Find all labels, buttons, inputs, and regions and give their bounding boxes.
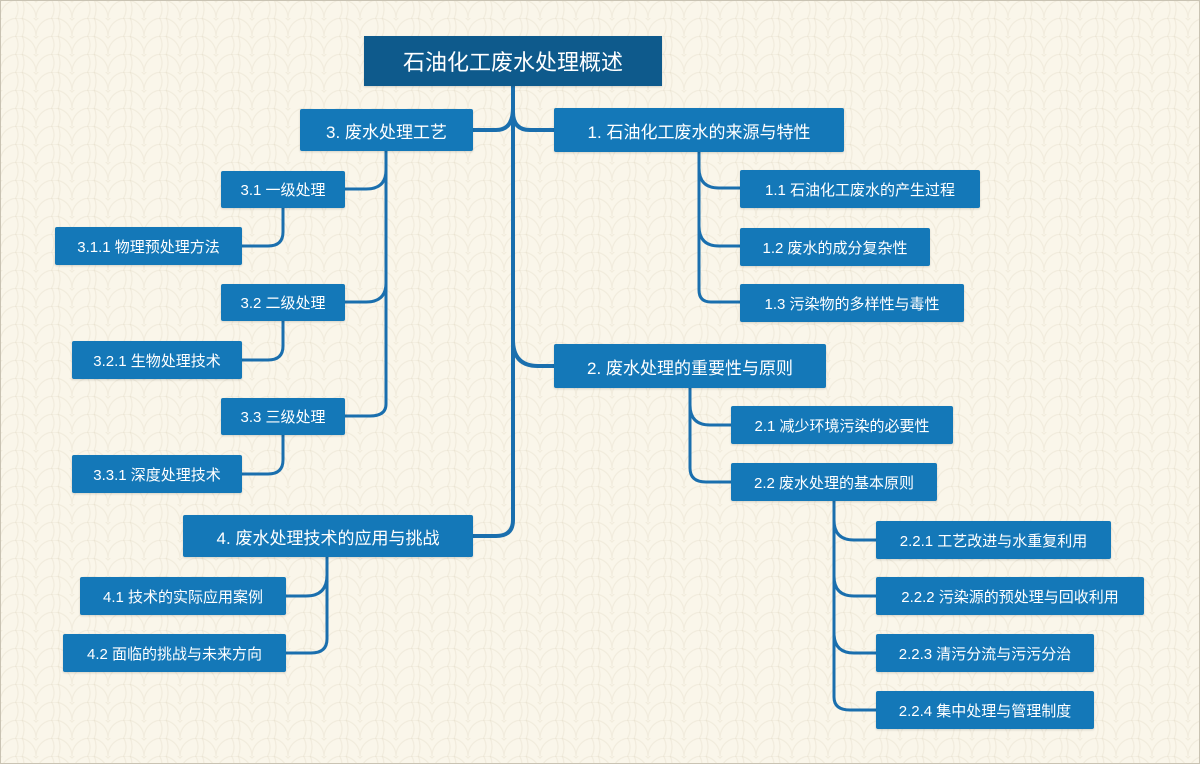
connector-root-3 <box>471 106 515 132</box>
topic-3-2[interactable]: 3.2 二级处理 <box>221 284 345 321</box>
topic-1[interactable]: 1. 石油化工废水的来源与特性 <box>554 108 844 152</box>
topic-2-2-2[interactable]: 2.2.2 污染源的预处理与回收利用 <box>876 577 1144 615</box>
connector-2-2-children <box>832 499 878 712</box>
connector-2-2-3 <box>832 631 878 655</box>
connector-1-1 <box>697 166 742 190</box>
topic-4-1[interactable]: 4.1 技术的实际应用案例 <box>80 577 286 615</box>
topic-4[interactable]: 4. 废水处理技术的应用与挑战 <box>183 515 473 557</box>
connector-1-2 <box>697 224 742 248</box>
topic-4-2[interactable]: 4.2 面临的挑战与未来方向 <box>63 634 286 672</box>
connector-3-3-1 <box>240 433 285 476</box>
connector-2-1 <box>688 403 733 427</box>
connector-4-1 <box>284 573 329 598</box>
connector-root-trunk <box>471 84 515 538</box>
topic-3-2-1[interactable]: 3.2.1 生物处理技术 <box>72 341 242 379</box>
topic-2-2-3[interactable]: 2.2.3 清污分流与污污分治 <box>876 634 1094 672</box>
topic-2-2-1[interactable]: 2.2.1 工艺改进与水重复利用 <box>876 521 1111 559</box>
connector-2-2-2 <box>832 574 878 598</box>
topic-3-1[interactable]: 3.1 一级处理 <box>221 171 345 208</box>
topic-2-2-4[interactable]: 2.2.4 集中处理与管理制度 <box>876 691 1094 729</box>
connector-2-children <box>688 386 733 484</box>
topic-2-2[interactable]: 2.2 废水处理的基本原则 <box>731 463 937 501</box>
topic-2[interactable]: 2. 废水处理的重要性与原则 <box>554 344 826 388</box>
connector-3-1 <box>343 168 388 191</box>
connector-2-2-1 <box>832 518 878 542</box>
topic-1-3[interactable]: 1.3 污染物的多样性与毒性 <box>740 284 964 322</box>
root-topic[interactable]: 石油化工废水处理概述 <box>364 36 662 86</box>
topic-1-2[interactable]: 1.2 废水的成分复杂性 <box>740 228 930 266</box>
topic-3-1-1[interactable]: 3.1.1 物理预处理方法 <box>55 227 242 265</box>
topic-3-3[interactable]: 3.3 三级处理 <box>221 398 345 435</box>
topic-3-3-1[interactable]: 3.3.1 深度处理技术 <box>72 455 242 493</box>
connector-root-1 <box>511 110 556 132</box>
connector-3-1-1 <box>240 206 285 248</box>
topic-3[interactable]: 3. 废水处理工艺 <box>300 109 473 151</box>
topic-1-1[interactable]: 1.1 石油化工废水的产生过程 <box>740 170 980 208</box>
connector-4-children <box>284 555 329 655</box>
connector-3-children <box>343 149 388 418</box>
connector-3-2-1 <box>240 319 285 362</box>
topic-2-1[interactable]: 2.1 减少环境污染的必要性 <box>731 406 953 444</box>
connector-root-2 <box>511 338 556 368</box>
connector-1-children <box>697 150 742 304</box>
connector-3-2 <box>343 281 388 304</box>
